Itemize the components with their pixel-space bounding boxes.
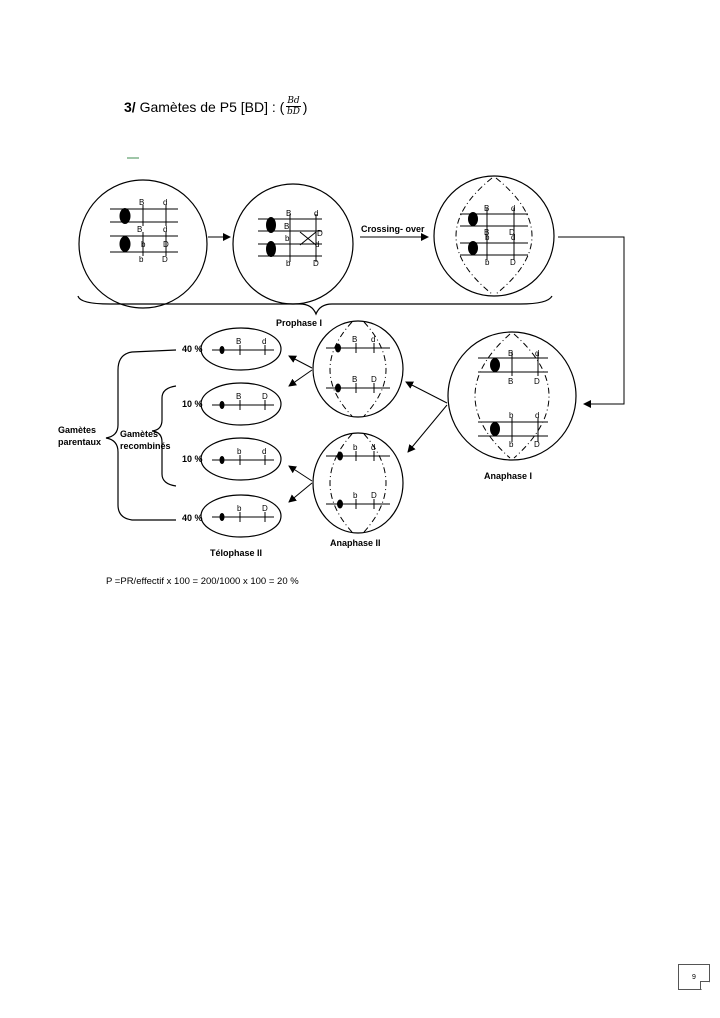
section-number: 3/ [124, 98, 136, 115]
allele-d: d [315, 240, 319, 249]
arrow-to-gamete-2 [288, 369, 313, 387]
allele-d: d [314, 209, 318, 218]
allele-d: d [163, 198, 167, 207]
cell-anaphase-2-bottom: b d b D [312, 432, 404, 534]
allele-b: b [509, 411, 514, 420]
allele-b: b [237, 447, 242, 456]
prophase-brace [77, 295, 553, 316]
allele-B: B [284, 222, 289, 231]
allele-D: D [371, 491, 377, 500]
gamete-3: b d [200, 437, 282, 481]
allele-d: d [262, 337, 266, 346]
allele-D: D [162, 255, 168, 264]
arrow-to-anaphase1 [558, 236, 625, 408]
crossing-over-label: Crossing- over [361, 224, 425, 234]
allele-B: B [236, 337, 241, 346]
gametes-recombines-line1: Gamètes [120, 429, 158, 439]
allele-d: d [371, 443, 375, 452]
cell-prophase-2: B d B D b d b D [232, 183, 354, 305]
cell-anaphase-2-top: B d B D [312, 320, 404, 418]
anaphase2-label: Anaphase II [330, 538, 381, 548]
section-heading: 3/ Gamètes de P5 [BD] : ( Bd bD ) [124, 96, 307, 117]
page-number: 9 [678, 964, 710, 990]
allele-B: B [352, 375, 357, 384]
allele-d: d [511, 233, 515, 242]
fraction-numerator: Bd [286, 96, 301, 107]
percentage-3: 10 % [182, 454, 203, 464]
gametes-recombines-line2: recombinés [120, 441, 171, 451]
allele-D: D [262, 504, 268, 513]
arrow-to-gamete-1 [288, 355, 313, 369]
allele-D: D [534, 440, 540, 449]
page-fold-corner [700, 981, 710, 990]
gamete-1: B d [200, 327, 282, 371]
arrow-to-anaphase2-top [405, 381, 448, 404]
percentage-4: 40 % [182, 513, 203, 523]
allele-B: B [484, 228, 489, 237]
allele-D: D [510, 258, 516, 267]
allele-d: d [535, 411, 539, 420]
brace-recombined [151, 385, 177, 487]
allele-D: D [371, 375, 377, 384]
allele-b: b [141, 240, 146, 249]
allele-B: B [139, 198, 144, 207]
allele-d: d [262, 447, 266, 456]
anaphase1-label: Anaphase I [484, 471, 532, 481]
fraction-denominator: bD [287, 107, 300, 117]
gamete-2: B D [200, 382, 282, 426]
brace-parental [105, 349, 177, 521]
arrow-to-anaphase2-bottom [407, 404, 448, 453]
allele-B: B [352, 335, 357, 344]
closing-parenthesis: ) [302, 98, 308, 115]
allele-d: d [371, 335, 375, 344]
allele-D: D [509, 228, 515, 237]
cell-prophase-1: B d B d b D b D [78, 179, 208, 309]
allele-b: b [285, 234, 290, 243]
cell-anaphase-1: B d B D b d b D [447, 331, 577, 461]
allele-B: B [508, 349, 513, 358]
allele-D: D [534, 377, 540, 386]
genotype-fraction: Bd bD [286, 96, 301, 117]
prophase-label: Prophase I [276, 318, 322, 328]
allele-d: d [163, 225, 167, 234]
percentage-2: 10 % [182, 399, 203, 409]
allele-B: B [286, 209, 291, 218]
allele-b: b [353, 443, 358, 452]
gametes-parentaux-line2: parentaux [58, 437, 101, 447]
allele-b: b [485, 233, 490, 242]
allele-B: B [508, 377, 513, 386]
allele-b: b [139, 255, 144, 264]
allele-B: B [236, 392, 241, 401]
telophase2-label: Télophase II [210, 548, 262, 558]
allele-b: b [237, 504, 242, 513]
allele-b: b [353, 491, 358, 500]
allele-D: D [262, 392, 268, 401]
allele-D: D [163, 240, 169, 249]
cell-prophase-3: B d B D b d b D [433, 175, 555, 297]
percentage-1: 40 % [182, 344, 203, 354]
allele-B: B [484, 204, 489, 213]
allele-b: b [509, 440, 514, 449]
allele-b: b [286, 259, 291, 268]
gametes-parentaux-line1: Gamètes [58, 425, 96, 435]
arrow-to-gamete-4 [288, 482, 313, 503]
allele-b: b [485, 258, 490, 267]
allele-d: d [535, 349, 539, 358]
arrow-to-gamete-3 [288, 465, 313, 482]
section-title: Gamètes de P5 [BD] : ( [139, 98, 285, 115]
allele-d: d [511, 204, 515, 213]
recombination-formula: P =PR/effectif x 100 = 200/1000 x 100 = … [106, 576, 299, 587]
allele-D: D [317, 229, 323, 238]
gamete-4: b D [200, 494, 282, 538]
allele-B: B [137, 225, 142, 234]
allele-D: D [313, 259, 319, 268]
